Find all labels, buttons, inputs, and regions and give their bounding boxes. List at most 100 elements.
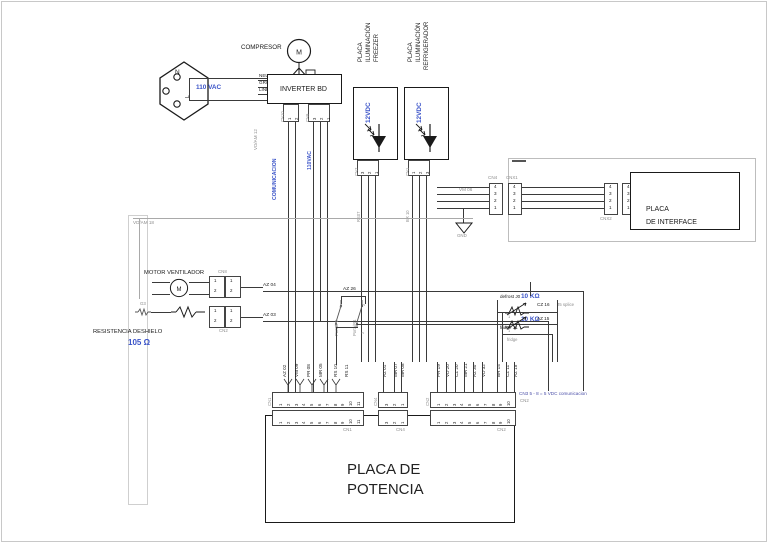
vdam18-top-wire [133, 218, 473, 219]
cn4-pin: 1 [399, 421, 405, 424]
connector-cn4-interface[interactable] [489, 183, 503, 215]
connector-cn4-power-top[interactable] [378, 392, 408, 408]
connector-cn7-label: CN7 [354, 167, 359, 176]
g3-label: G3 [140, 301, 146, 306]
cz16-drop [557, 300, 558, 362]
cn2-pin: 8 [490, 421, 496, 424]
power-board-note: CN3 5 - 8 = 5 VDC comunicacion [519, 391, 587, 396]
cn1-pin: 2 [285, 403, 291, 406]
cn1-pin: 3 [293, 403, 299, 406]
wire-label-rs11: RS 11 [344, 364, 349, 377]
cn2-pin: 2 [443, 403, 449, 406]
connector-cnx2[interactable] [604, 183, 618, 215]
plug-pin-n-label: N [175, 69, 180, 76]
cn2-pin: 4 [459, 403, 465, 406]
compressor-label: COMPRESOR [241, 44, 282, 51]
wire-label-az02: AZ 02 [282, 364, 287, 377]
cn8-pin-2a: 2 [214, 288, 217, 293]
power-board-title-2: POTENCIA [347, 481, 424, 498]
wire-label-pr08: PR 08 [306, 364, 311, 377]
cn9-pin-3: 3 [312, 117, 317, 120]
cn4-pin: 2 [391, 421, 397, 424]
inverter-label: INVERTER BD [280, 86, 327, 93]
connector-cn8-mate[interactable] [225, 276, 241, 298]
cn7-wire-2 [368, 176, 369, 362]
connector-cn2-power-top[interactable] [430, 392, 516, 408]
lighting-fridge-label-1: PLACA [408, 42, 414, 62]
cn1f-pin-1: 1 [411, 171, 416, 174]
connector-cn1-fridge[interactable] [408, 160, 430, 176]
interface-label-1: PLACA [646, 206, 669, 213]
defrost-heater-icon [171, 305, 205, 319]
plug-cable-bottom [189, 100, 267, 101]
svg-text:M: M [177, 287, 182, 293]
lighting-freezer-label-2: ILUMINACIÓN [366, 22, 372, 62]
cn2-feed-1 [437, 362, 438, 392]
cn1-pin: 7 [324, 403, 330, 406]
cn4-feed-1 [383, 362, 384, 392]
connector-cn3-power-label: CN2 [520, 398, 529, 403]
connector-cn2-defrost[interactable] [209, 306, 225, 328]
vdam12-label: VD/AM 12 [253, 129, 258, 150]
vm06-label: VM 06 [459, 187, 473, 192]
thermistor-fridge-run [502, 334, 552, 335]
connector-cn4-power-bottom[interactable] [378, 410, 408, 426]
door-switch-r1-out [357, 324, 557, 325]
cn1-pin: 2 [285, 421, 291, 424]
lighting-fridge-label-3: REFRIGERADOR [424, 21, 430, 70]
cn1-pin: 8 [332, 403, 338, 406]
cnx1-pin-1: 1 [513, 205, 516, 210]
plug-cable-top [189, 78, 267, 79]
interface-label-2: DE INTERFACE [646, 219, 697, 226]
connector-cn2-power-bottom[interactable] [430, 410, 516, 426]
connector-cn9[interactable] [308, 104, 330, 122]
connector-cnx2-label: CNX2 [600, 216, 612, 221]
mains-plug-icon [159, 61, 209, 121]
bus-wire-cn10-1 [288, 122, 289, 402]
az04-drop [583, 291, 584, 391]
cn1i-pin-3: 3 [627, 191, 630, 196]
cnx1-pin-2: 2 [513, 198, 516, 203]
connector-cn2-defrost-mate[interactable] [225, 306, 241, 328]
door-switch-f2-drop [336, 327, 337, 365]
cn1-pin: 3 [293, 421, 299, 424]
svg-text:M: M [296, 50, 302, 57]
thermistor-defrost-run [497, 312, 557, 313]
connector-cn10[interactable] [283, 104, 299, 122]
interface-wire-1 [522, 208, 604, 209]
lighting-freezer-board [353, 87, 398, 160]
door-switch-r1-icon [355, 300, 364, 328]
vm06-wire [437, 194, 489, 195]
az03-run [263, 321, 548, 322]
cn4-feed-3 [401, 362, 402, 392]
cn4-pin-3: 3 [494, 191, 497, 196]
connector-cn8[interactable] [209, 276, 225, 298]
cnx2-pin-3: 3 [609, 191, 612, 196]
connector-cn1-power-bottom[interactable] [272, 410, 364, 426]
cn2d-pin-2b: 2 [230, 318, 233, 323]
lighting-fridge-label-2: ILUMINACIÓN [416, 22, 422, 62]
thermistor-defrost-icon [505, 302, 529, 317]
connector-cn1-power-top[interactable] [272, 392, 364, 408]
connector-cnx1[interactable] [508, 183, 522, 215]
connector-cn7-freezer[interactable] [357, 160, 379, 176]
defrost-fuse-icon [135, 307, 151, 317]
cn4-wire-2 [437, 201, 489, 202]
cn2-pin: 6 [475, 403, 480, 406]
az15-drop [552, 334, 553, 362]
cn8-pin-1b: 1 [230, 278, 233, 283]
thermistor-fridge-icon [505, 316, 529, 331]
cn1f-wire-3 [426, 176, 427, 362]
interface-wire-2 [522, 201, 604, 202]
cn8-pin-2b: 2 [230, 288, 233, 293]
cn2-pin: 10 [506, 401, 512, 406]
cn2-pin: 7 [482, 421, 488, 424]
power-board [265, 415, 515, 523]
cn1-pin: 6 [317, 403, 322, 406]
cn4-pin-2: 2 [494, 198, 497, 203]
az26-bracket-right [365, 296, 366, 304]
cn2-feed-6 [482, 362, 483, 392]
az26-bracket-left [341, 296, 342, 304]
